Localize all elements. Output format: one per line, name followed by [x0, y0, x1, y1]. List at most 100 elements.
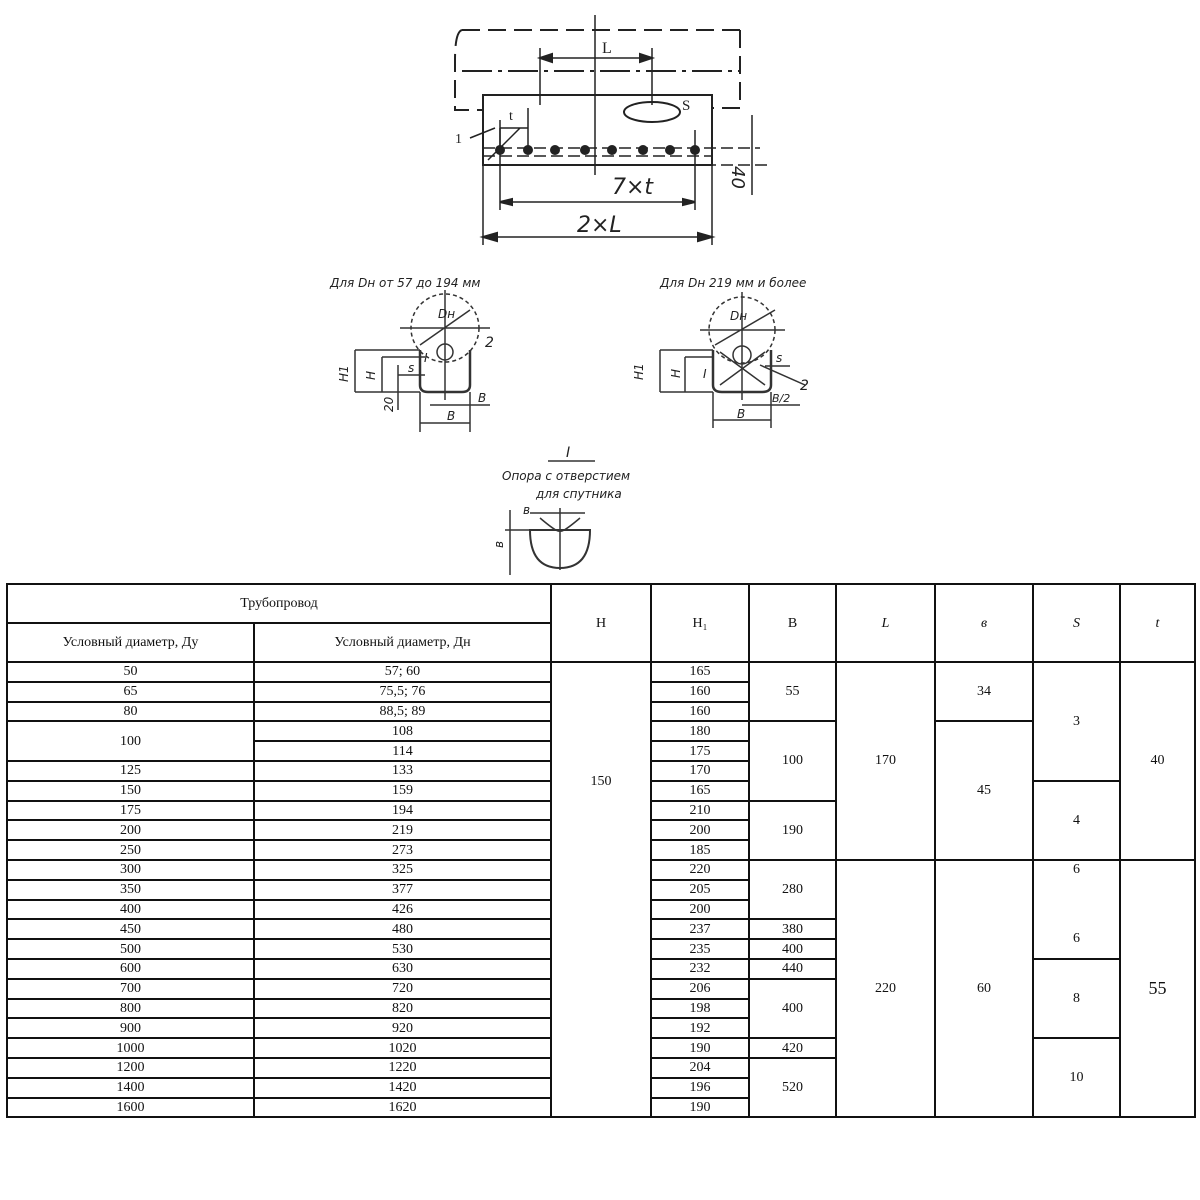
cell-dn: 133	[253, 759, 552, 782]
label-20: 20	[382, 396, 396, 412]
cell-H1: 165	[650, 779, 750, 802]
cell-du: 500	[6, 938, 255, 960]
cell-dn: 57; 60	[253, 661, 552, 683]
cell-dn: 820	[253, 997, 552, 1020]
cell-dn: 426	[253, 898, 552, 921]
cell-H1: 160	[650, 700, 750, 723]
cell-H1: 204	[650, 1056, 750, 1079]
cell-du: 1200	[6, 1056, 255, 1079]
cell-du: 200	[6, 819, 255, 842]
cell-H1: 235	[650, 938, 750, 960]
cell-dn: 630	[253, 957, 552, 980]
cell-dn: 88,5; 89	[253, 700, 552, 723]
cell-B: 520	[748, 1056, 837, 1119]
detail-caption-line2: для спутника	[535, 487, 622, 501]
label-item-2-large: 2	[800, 378, 809, 394]
cell-B: 280	[748, 858, 837, 921]
header-L: L	[835, 583, 936, 663]
cell-dn: 1020	[253, 1037, 552, 1059]
cell-dn: 194	[253, 799, 552, 822]
cell-B: 100	[748, 720, 837, 802]
cell-S: 4	[1032, 779, 1121, 861]
label-B-half: B/2	[772, 392, 790, 405]
cell-t: 55	[1119, 858, 1196, 1119]
detail-view	[505, 460, 595, 575]
cell-S: 8	[1032, 957, 1121, 1040]
cell-H1: 200	[650, 819, 750, 842]
cell-B: 55	[748, 660, 837, 723]
cell-t: 40	[1119, 661, 1196, 861]
cell-S: 3	[1032, 661, 1121, 782]
label-H-large: H	[669, 369, 683, 378]
section-small-title: Для Dн от 57 до 194 мм	[329, 276, 481, 290]
label-H-small: H	[364, 371, 378, 380]
header-t: t	[1119, 583, 1196, 663]
header-B: B	[748, 583, 837, 663]
cell-du: 900	[6, 1017, 255, 1040]
header-v: в	[934, 583, 1034, 663]
label-H1-large: H1	[632, 363, 646, 380]
cell-v: 60	[934, 858, 1034, 1119]
label-H1-small: H1	[337, 365, 351, 382]
cell-du: 400	[6, 898, 255, 921]
cell-dn: 114	[253, 740, 552, 762]
cell-dn: 159	[253, 779, 552, 802]
cell-du: 80	[6, 700, 255, 723]
cell-du: 175	[6, 799, 255, 822]
label-7xt: 7×t	[612, 175, 654, 200]
cell-H1: 180	[650, 720, 750, 743]
cell-H1: 190	[650, 1096, 750, 1119]
cell-du: 450	[6, 918, 255, 941]
cell-du: 1000	[6, 1037, 255, 1059]
cell-dn: 75,5; 76	[253, 680, 552, 703]
cell-H1: 196	[650, 1076, 750, 1099]
cell-H1: 206	[650, 977, 750, 1000]
cell-du: 1400	[6, 1076, 255, 1099]
cell-H1: 210	[650, 799, 750, 822]
cell-H1: 160	[650, 680, 750, 703]
cell-B: 420	[748, 1037, 837, 1059]
label-v-top: в	[523, 503, 530, 517]
label-40: 40	[727, 166, 748, 189]
cell-dn: 1620	[253, 1096, 552, 1119]
label-B-small: B	[447, 409, 455, 423]
cell-H1: 170	[650, 759, 750, 782]
cell-S: 6	[1032, 919, 1121, 960]
label-L: L	[602, 40, 612, 57]
cell-B: 380	[748, 918, 837, 941]
label-item-2-small: 2	[485, 335, 494, 351]
cell-dn: 720	[253, 977, 552, 1000]
detail-label-I: I	[566, 445, 570, 461]
cell-B: 400	[748, 938, 837, 960]
section-small	[354, 290, 490, 432]
cell-H1: 185	[650, 839, 750, 861]
cell-H1: 198	[650, 997, 750, 1020]
label-2xL: 2×L	[577, 213, 622, 238]
cell-dn: 377	[253, 878, 552, 901]
label-item-1: 1	[455, 132, 462, 147]
cell-H1: 237	[650, 918, 750, 941]
label-B-large: B	[737, 407, 745, 421]
section-large-title: Для Dн 219 мм и более	[659, 276, 806, 290]
cell-dn: 1420	[253, 1076, 552, 1099]
header-dn: Условный диаметр, Дн	[253, 622, 552, 663]
cell-du: 125	[6, 759, 255, 782]
